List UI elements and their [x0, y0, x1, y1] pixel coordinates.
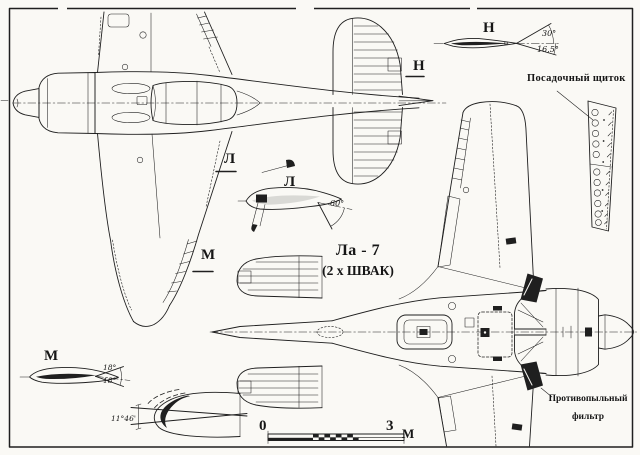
section-marker-n: Н: [413, 58, 425, 74]
detail-n: [433, 23, 561, 56]
detail-n-lower-angle: 16,5°: [537, 45, 559, 54]
top-view-starboard-wing: [97, 131, 233, 327]
gun-trough-left: [111, 83, 151, 94]
detail-l: [237, 187, 353, 232]
slat-detail: [130, 389, 248, 438]
flap-detail: [556, 90, 617, 232]
frame: [8, 4, 634, 448]
aircraft-title: Ла - 7: [335, 242, 381, 259]
top-view-port-wing: [97, 11, 233, 75]
bottom-view-starboard-wing: [398, 364, 535, 447]
dust-filter-callout-line1: Противопыльный: [548, 394, 628, 404]
detail-n-label: Н: [483, 20, 495, 36]
slat-angle: 11°46': [111, 414, 136, 423]
bottom-view-port-wing: [398, 101, 535, 300]
detail-m-lower-angle: 18°: [103, 376, 117, 385]
bottom-view: [209, 101, 638, 447]
bottom-view-tailplane: [236, 255, 323, 409]
detail-l-label: Л: [284, 174, 296, 190]
bottom-view-fuselage: [331, 290, 547, 322]
dust-filter-leader-line: [540, 387, 553, 398]
scale-bar: [267, 430, 405, 444]
detail-m: [19, 366, 131, 387]
bottom-view-cowling: [545, 287, 599, 377]
tailwheel-bay: [396, 314, 453, 350]
flap-panel-hatched: [437, 195, 461, 268]
landing-flap-leader-line: [556, 90, 594, 121]
detail-l-flap-angle: 60°: [330, 199, 345, 208]
top-view-canopy: [150, 81, 238, 125]
armament-subtitle: (2 х ШВАК): [322, 263, 394, 278]
section-marker-l: Л: [224, 151, 236, 167]
section-marker-m: М: [201, 247, 216, 263]
detail-m-upper-angle: 18°: [103, 363, 117, 372]
slat-crescent: [160, 395, 190, 428]
landing-flap-callout: Посадочный щиток: [527, 73, 626, 84]
gun-trough-right: [111, 112, 151, 123]
top-view-fuselage: [94, 71, 420, 99]
top-view: [0, 11, 447, 327]
scale-end-value: 3: [386, 418, 394, 434]
scale-start-value: 0: [259, 418, 267, 434]
dust-filter-intakes: [520, 273, 543, 391]
bottom-view-spinner: [598, 314, 634, 350]
top-view-tailplane: [332, 17, 434, 185]
flap-panel-hatched-2: [438, 395, 457, 433]
scale-unit: М: [402, 426, 415, 441]
detail-n-upper-angle: 30°: [542, 29, 557, 38]
detail-m-label: М: [44, 348, 59, 364]
dust-filter-callout-line2: фильтр: [571, 412, 605, 422]
gear-leg: [252, 202, 266, 227]
